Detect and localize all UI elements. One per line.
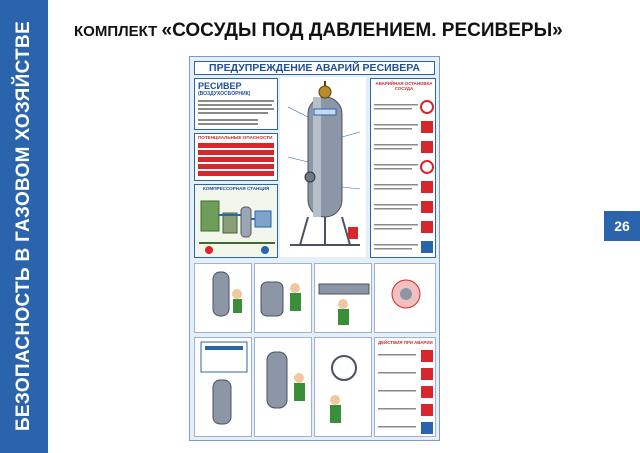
- hazard-item: [198, 143, 274, 148]
- text-line: [198, 119, 258, 121]
- illustration-cell: [194, 337, 252, 437]
- page-number-badge: 26: [604, 211, 640, 241]
- emergency-heading: АВАРИЙНАЯ ОСТАНОВКА СОСУДА: [375, 81, 433, 91]
- hazards-panel: ПОТЕНЦИАЛЬНЫЕ ОПАСНОСТИ: [194, 133, 278, 181]
- emergency-row: [374, 121, 433, 133]
- emergency-row: [374, 221, 433, 233]
- emergency-icons: [374, 100, 434, 253]
- hazard-item: [198, 150, 274, 155]
- text-line: [198, 123, 258, 125]
- sidebar: БЕЗОПАСНОСТЬ В ГАЗОВОМ ХОЗЯЙСТВЕ: [0, 0, 48, 453]
- hazard-item: [198, 157, 274, 162]
- illustration-cell: [314, 337, 372, 437]
- text-line: [198, 112, 268, 114]
- emergency-row: [374, 160, 434, 174]
- page-title-main: «СОСУДЫ ПОД ДАВЛЕНИЕМ. РЕСИВЕРЫ»: [161, 20, 563, 41]
- emergency-row: [374, 181, 433, 193]
- receiver-heading: РЕСИВЕР: [198, 81, 242, 91]
- illustration-cell: [254, 337, 312, 437]
- illustration-cell: [254, 263, 312, 333]
- compressor-heading: КОМПРЕССОРНАЯ СТАНЦИЯ: [203, 186, 270, 191]
- receiver-subheading: (ВОЗДУХОСБОРНИК): [198, 91, 251, 97]
- text-line: [198, 104, 272, 106]
- hazards-heading: ПОТЕНЦИАЛЬНЫЕ ОПАСНОСТИ: [198, 135, 273, 140]
- receiver-info-panel: РЕСИВЕР (ВОЗДУХОСБОРНИК): [194, 78, 278, 130]
- emergency-row: [374, 241, 433, 253]
- emergency-row: [374, 100, 434, 114]
- emergency-stop-panel: АВАРИЙНАЯ ОСТАНОВКА СОСУДА: [370, 78, 436, 258]
- compressor-station-diagram: [199, 200, 275, 254]
- receiver-vessel-diagram: [280, 77, 366, 257]
- page-title: КОМПЛЕКТ «СОСУДЫ ПОД ДАВЛЕНИЕМ. РЕСИВЕРЫ…: [74, 20, 563, 42]
- text-line: [198, 108, 274, 110]
- sidebar-title: БЕЗОПАСНОСТЬ В ГАЗОВОМ ХОЗЯЙСТВЕ: [13, 20, 34, 432]
- illustration-cell: [374, 263, 436, 333]
- illustration-cell: [194, 263, 252, 333]
- page-title-prefix: КОМПЛЕКТ: [74, 23, 162, 40]
- actions-heading: ДЕЙСТВИЯ ПРИ АВАРИИ: [378, 340, 433, 345]
- actions-panel: ДЕЙСТВИЯ ПРИ АВАРИИ: [374, 337, 436, 437]
- hazard-item: [198, 164, 274, 169]
- hazard-item: [198, 171, 274, 176]
- poster-title: ПРЕДУПРЕЖДЕНИЕ АВАРИЙ РЕСИВЕРА: [194, 61, 435, 75]
- emergency-row: [374, 141, 433, 153]
- text-line: [198, 100, 274, 102]
- poster: ПРЕДУПРЕЖДЕНИЕ АВАРИЙ РЕСИВЕРА РЕСИВЕР (…: [189, 56, 440, 441]
- illustration-cell: [314, 263, 372, 333]
- compressor-station-panel: КОМПРЕССОРНАЯ СТАНЦИЯ: [194, 184, 278, 258]
- emergency-row: [374, 201, 433, 213]
